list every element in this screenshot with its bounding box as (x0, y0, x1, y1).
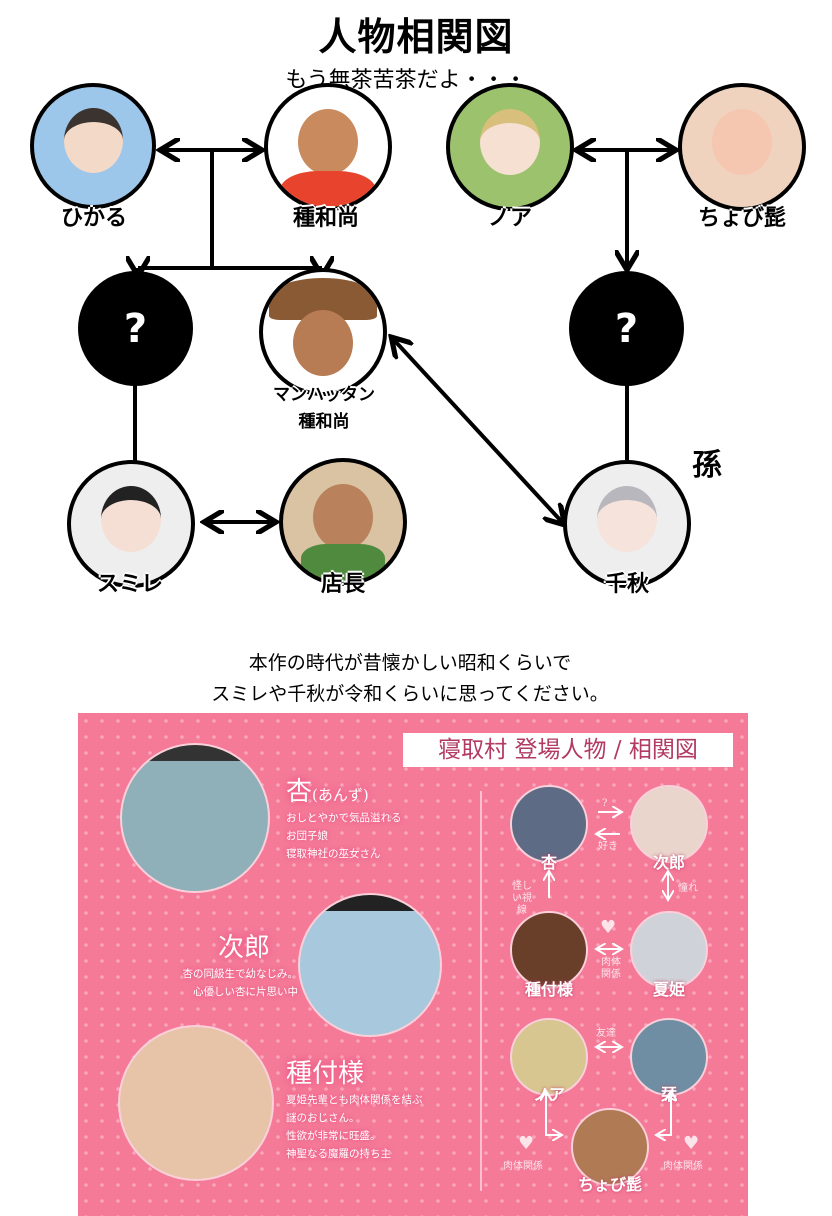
profile-desc-tanetsuke: 夏姫先輩とも肉体関係を結ぶ 謎のおじさん。 性欲が非常に旺盛。 神聖なる魔羅の持… (286, 1091, 423, 1163)
mini-label-tanetsuke: 種付様 (524, 980, 574, 999)
portrait-hikaru (30, 83, 156, 209)
desc-line: 夏姫先輩とも肉体関係を結ぶ (286, 1094, 423, 1106)
portrait-chobi-hige (678, 83, 806, 211)
portrait-manhattan-tane-osho (259, 268, 387, 396)
rel-suspicious-gaze: 怪しい視線 (512, 881, 532, 916)
mini-label-jiro: 次郎 (652, 853, 686, 872)
profile-reading-anzu: (あんず) (312, 786, 369, 804)
profile-desc-anzu: おしとやかで気品溢れる お団子娘 寝取神社の巫女さん (286, 809, 402, 863)
arrow-manhattan-chiaki (394, 340, 562, 522)
label-grandchild: 孫 (692, 448, 722, 483)
mini-label-natsuki: 夏姫 (652, 980, 686, 999)
heart-icon: ♥ (683, 1133, 700, 1154)
mini-relation-arrows (478, 773, 748, 1213)
panel-portrait-anzu (120, 743, 270, 893)
rel-admiration: 憧れ (678, 883, 698, 894)
mini-portrait-chobi (571, 1108, 649, 1186)
mini-portrait-shiori (630, 1018, 708, 1096)
panel-portrait-jiro (298, 893, 442, 1037)
mini-portrait-jiro (630, 785, 708, 863)
label-hikaru: ひかる (60, 206, 128, 231)
label-chiaki: 千秋 (604, 572, 650, 597)
desc-line: 性欲が非常に旺盛。 (286, 1130, 381, 1142)
mini-portrait-noa (510, 1018, 588, 1096)
note-line-1: 本作の時代が昔懐かしい昭和くらいで (248, 652, 572, 674)
label-sumire: スミレ (96, 572, 164, 597)
label-noa: ノア (487, 206, 533, 231)
character-panel: 寝取村 登場人物 / 相関図 杏(あんず) おしとやかで気品溢れる お団子娘 寝… (78, 713, 748, 1216)
desc-line: 謎のおじさん。 (286, 1112, 360, 1124)
portrait-sumire (67, 460, 195, 588)
rel-physical-2: 肉体関係 (503, 1161, 543, 1172)
rel-friends: 友達 (596, 1028, 616, 1039)
note-line-2: スミレや千秋が令和くらいに思ってください。 (211, 683, 609, 705)
unknown-person-right: ? (569, 271, 684, 386)
portrait-chiaki (563, 460, 691, 588)
desc-line: 杏の同級生で幼なじみ。 (182, 968, 299, 980)
desc-line: お団子娘 (286, 830, 328, 842)
portrait-noa (446, 83, 574, 211)
label-manhattan-line1: マンハッタン (273, 385, 375, 405)
desc-line: 心優しい杏に片思い中 (193, 986, 298, 998)
desc-line: 寝取神社の巫女さん (286, 848, 381, 860)
profile-desc-jiro: 杏の同級生で幼なじみ。 心優しい杏に片思い中 (138, 965, 299, 1001)
rel-physical-3: 肉体関係 (663, 1161, 703, 1172)
page-title: 人物相関図 (318, 15, 514, 59)
panel-divider (480, 791, 482, 1191)
profile-name-jiro: 次郎 (218, 933, 271, 963)
rel-physical-1: 肉体関係 (601, 957, 621, 980)
label-manhattan-line2: 種和尚 (298, 412, 350, 432)
mini-portrait-anzu (510, 785, 588, 863)
profile-name-tanetsuke: 種付様 (286, 1059, 365, 1089)
desc-line: おしとやかで気品溢れる (286, 812, 402, 824)
profile-name-anzu: 杏(あんず) (286, 771, 369, 808)
mini-portrait-natsuki (630, 911, 708, 989)
unknown-person-left: ? (78, 271, 193, 386)
label-chobi-hige: ちょび髭 (697, 206, 787, 231)
mini-label-chobi: ちょび髭 (577, 1175, 643, 1194)
desc-line: 神聖なる魔羅の持ち主 (286, 1148, 391, 1160)
relationship-lines (0, 0, 832, 713)
mini-portrait-tanetsuke (510, 911, 588, 989)
panel-portrait-tanetsuke (118, 1025, 274, 1181)
portrait-tane-osho (264, 83, 392, 211)
label-tane-osho: 種和尚 (292, 206, 360, 231)
heart-icon: ♥ (518, 1133, 535, 1154)
profile-name-anzu-text: 杏 (286, 777, 313, 807)
rel-question: ? (602, 798, 608, 809)
heart-icon: ♥ (600, 917, 617, 938)
panel-title: 寝取村 登場人物 / 相関図 (403, 733, 733, 767)
label-tencho: 店長 (320, 572, 366, 597)
portrait-tencho (279, 458, 407, 586)
rel-like: 好き (598, 841, 618, 852)
mini-label-anzu: 杏 (540, 853, 558, 872)
